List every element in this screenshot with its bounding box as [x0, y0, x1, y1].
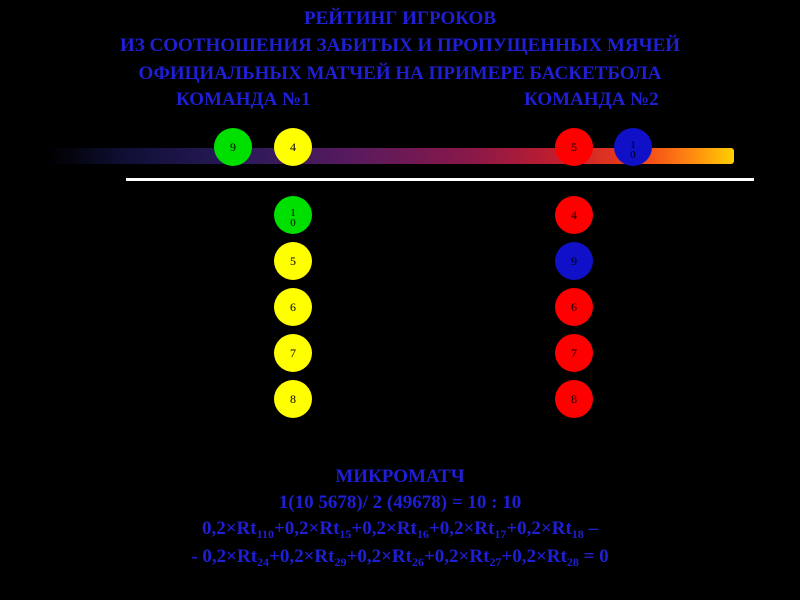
formula2-term-3-operator: +	[423, 546, 435, 567]
formula1-term-3: 0,2×Rt	[362, 518, 417, 539]
micromatch-score: 1(10 5678)/ 2 (49678) = 10 : 10	[278, 492, 522, 513]
bench-team2-5: 8	[555, 380, 593, 418]
ball-label: 5	[571, 139, 577, 154]
bench-team1-1: 1 0	[274, 196, 312, 234]
ball-label: 8	[290, 391, 296, 406]
formula2-term-2-operator: +	[346, 546, 358, 567]
formula2-term-1-subscript: 24	[257, 555, 270, 569]
formula1-term-5-subscript: 18	[571, 527, 584, 541]
formula1-term-2: 0,2×Rt	[284, 518, 340, 539]
formula2-term-1: 0,2×Rt	[202, 546, 258, 567]
divider-line	[126, 178, 754, 181]
formula1-term-1-operator: +	[273, 518, 285, 539]
formula1-term-4-subscript: 17	[494, 527, 507, 541]
formula2-prefix: -	[191, 546, 203, 567]
ball-label: 9	[230, 139, 236, 154]
formula2-term-2-subscript: 29	[334, 555, 347, 569]
formula1-term-3-subscript: 16	[416, 527, 429, 541]
formula1-term-2-operator: +	[351, 518, 363, 539]
formula2-term-3: 0,2×Rt	[357, 546, 412, 567]
bench-team1-2: 5	[274, 242, 312, 280]
bench-team2-1: 4	[555, 196, 593, 234]
court-player-team2-1: 5	[555, 128, 593, 166]
bench-team1-4: 7	[274, 334, 312, 372]
bench-team2-2: 9	[555, 242, 593, 280]
rating-formula-team2: - 0,2×Rt24+0,2×Rt29+0,2×Rt26+0,2×Rt27+0,…	[0, 546, 800, 573]
ball-label: 4	[571, 207, 577, 222]
ball-label: 6	[290, 299, 296, 314]
formula2-term-4: 0,2×Rt	[434, 546, 490, 567]
micromatch-heading: МИКРОМАТЧ	[335, 466, 465, 487]
formula1-term-4: 0,2×Rt	[439, 518, 495, 539]
formula2-term-4-subscript: 27	[489, 555, 502, 569]
title-line-1: РЕЙТИНГ ИГРОКОВ	[303, 8, 497, 29]
title-line-3: ОФИЦИАЛЬНЫХ МАТЧЕЙ НА ПРИМЕРЕ БАСКЕТБОЛА	[138, 63, 662, 84]
formula1-term-1-subscript: 110	[256, 527, 274, 541]
formula2-term-5-subscript: 28	[566, 555, 579, 569]
court-player-team1-2: 4	[274, 128, 312, 166]
ball-label: 1 0	[290, 207, 296, 229]
formula1-term-3-operator: +	[428, 518, 440, 539]
bench-team1-5: 8	[274, 380, 312, 418]
formula1-term-1: 0,2×Rt	[201, 518, 257, 539]
formula2-term-1-operator: +	[269, 546, 280, 567]
formula1-term-2-subscript: 15	[339, 527, 352, 541]
court-player-team1-1: 9	[214, 128, 252, 166]
formula2-term-3-subscript: 26	[411, 555, 424, 569]
formula1-term-5: 0,2×Rt	[517, 518, 572, 539]
ball-label: 1 0	[630, 139, 636, 161]
formula2-term-4-operator: +	[501, 546, 513, 567]
ball-label: 7	[571, 345, 577, 360]
team-2-label: КОМАНДА №2	[524, 89, 659, 110]
court-player-team2-2: 1 0	[614, 128, 652, 166]
ball-label: 4	[290, 139, 296, 154]
bench-team2-3: 6	[555, 288, 593, 326]
ball-label: 9	[571, 253, 577, 268]
ball-label: 5	[290, 253, 296, 268]
formula2-term-5-operator: = 0	[578, 546, 609, 567]
rating-formula-team1: 0,2×Rt110+0,2×Rt15+0,2×Rt16+0,2×Rt17+0,2…	[0, 518, 800, 545]
bench-team2-4: 7	[555, 334, 593, 372]
formula1-term-4-operator: +	[506, 518, 518, 539]
formula2-term-2: 0,2×Rt	[279, 546, 335, 567]
bench-team1-3: 6	[274, 288, 312, 326]
formula2-term-5: 0,2×Rt	[512, 546, 567, 567]
title-line-2: ИЗ СООТНОШЕНИЯ ЗАБИТЫХ И ПРОПУЩЕННЫХ МЯЧ…	[119, 35, 681, 56]
team-1-label: КОМАНДА №1	[176, 89, 311, 110]
formula1-term-5-operator: –	[583, 518, 599, 539]
ball-label: 8	[571, 391, 577, 406]
ball-label: 6	[571, 299, 577, 314]
ball-label: 7	[290, 345, 296, 360]
